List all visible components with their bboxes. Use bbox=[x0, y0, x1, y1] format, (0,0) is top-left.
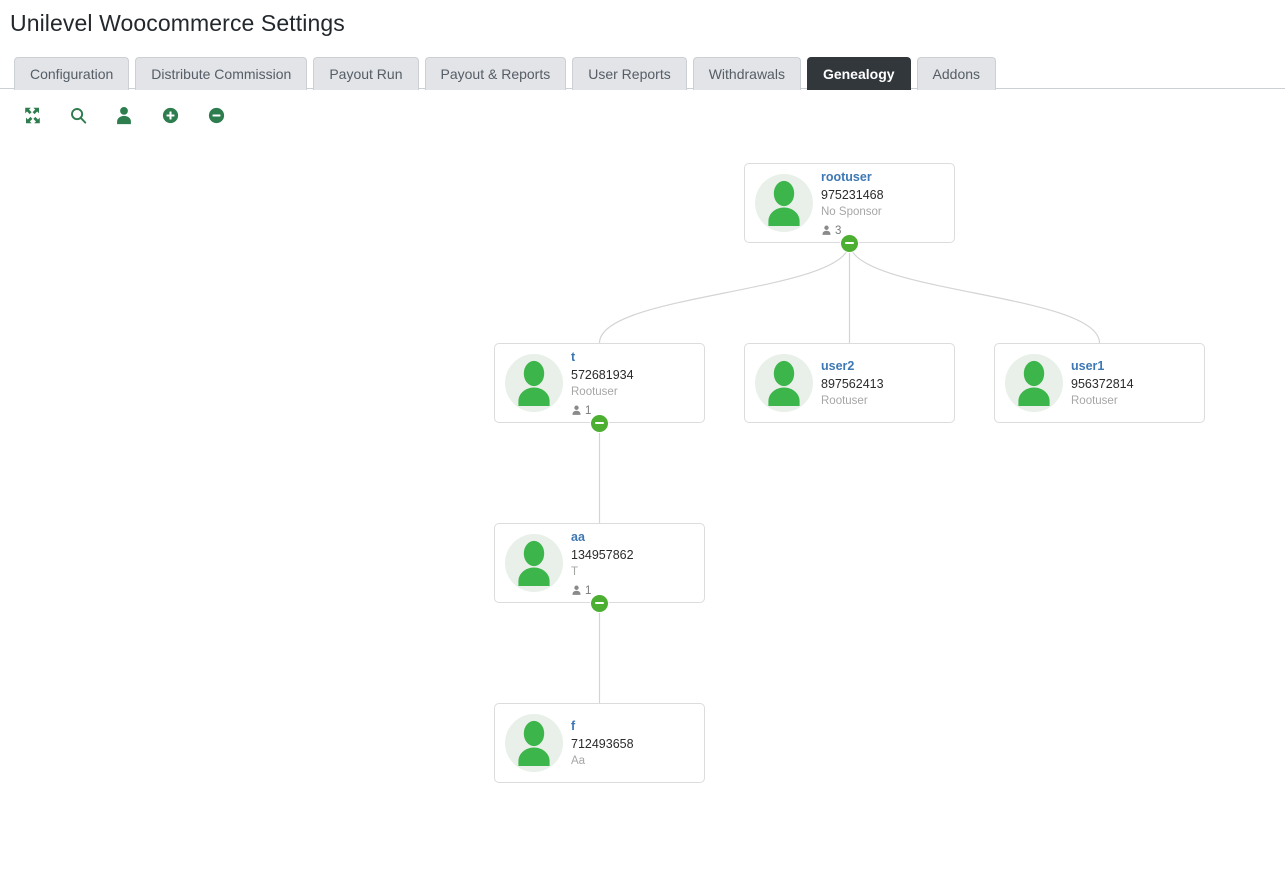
node-info: rootuser 975231468 No Sponsor 3 bbox=[821, 167, 946, 239]
node-user-id: 897562413 bbox=[821, 376, 884, 391]
avatar bbox=[755, 174, 813, 232]
tab-user-reports[interactable]: User Reports bbox=[572, 56, 687, 90]
avatar bbox=[505, 714, 563, 772]
tab-addons[interactable]: Addons bbox=[916, 56, 997, 90]
avatar bbox=[505, 354, 563, 412]
tab-payout-run[interactable]: Payout Run bbox=[313, 56, 419, 90]
node-child-count-value: 1 bbox=[585, 404, 592, 417]
node-user-id: 134957862 bbox=[571, 548, 634, 563]
collapse-toggle-rootuser[interactable] bbox=[841, 234, 858, 252]
user-icon[interactable] bbox=[112, 104, 136, 128]
node-sponsor: Rootuser bbox=[571, 386, 618, 399]
tree-link-rootuser-user1 bbox=[848, 242, 1101, 344]
node-sponsor: Aa bbox=[571, 755, 586, 767]
minus-icon bbox=[595, 601, 604, 605]
avatar bbox=[505, 534, 563, 592]
minus-icon bbox=[595, 421, 604, 425]
node-user-id: 712493658 bbox=[571, 736, 634, 751]
avatar bbox=[755, 354, 813, 412]
collapse-toggle-aa[interactable] bbox=[591, 594, 608, 612]
node-username[interactable]: rootuser bbox=[821, 170, 872, 185]
members-icon bbox=[571, 585, 582, 596]
node-user-id: 572681934 bbox=[571, 368, 634, 383]
node-sponsor: Rootuser bbox=[821, 395, 868, 407]
minus-icon bbox=[845, 241, 854, 245]
node-child-count: 3 bbox=[821, 223, 946, 239]
zoom-out-icon[interactable] bbox=[204, 104, 228, 128]
tree-node-rootuser[interactable]: rootuser 975231468 No Sponsor 3 bbox=[744, 163, 955, 243]
node-username[interactable]: user2 bbox=[821, 358, 855, 373]
page-title: Unilevel Woocommerce Settings bbox=[10, 10, 345, 36]
members-icon bbox=[821, 225, 832, 236]
node-user-id: 975231468 bbox=[821, 188, 884, 203]
node-username[interactable]: aa bbox=[571, 530, 585, 545]
node-child-count-value: 3 bbox=[835, 224, 842, 237]
node-username[interactable]: f bbox=[571, 718, 576, 733]
tab-genealogy[interactable]: Genealogy bbox=[806, 56, 911, 90]
search-icon[interactable] bbox=[66, 104, 90, 128]
tab-payout-reports[interactable]: Payout & Reports bbox=[424, 56, 567, 90]
tree-link-rootuser-t bbox=[598, 242, 851, 344]
node-child-count-value: 1 bbox=[585, 584, 592, 597]
node-sponsor: No Sponsor bbox=[821, 206, 882, 219]
tab-configuration[interactable]: Configuration bbox=[14, 56, 130, 90]
node-user-id: 956372814 bbox=[1071, 376, 1134, 391]
zoom-in-icon[interactable] bbox=[158, 104, 182, 128]
node-sponsor: Rootuser bbox=[1071, 395, 1118, 407]
collapse-toggle-t[interactable] bbox=[591, 414, 608, 432]
expand-all-icon[interactable] bbox=[20, 104, 44, 128]
tab-withdrawals[interactable]: Withdrawals bbox=[692, 56, 801, 90]
genealogy-toolbar bbox=[0, 89, 1285, 129]
node-sponsor: T bbox=[571, 566, 579, 579]
members-icon bbox=[571, 405, 582, 416]
node-child-count: 1 bbox=[571, 583, 696, 599]
node-child-count: 1 bbox=[571, 403, 696, 419]
tab-distribute-commission[interactable]: Distribute Commission bbox=[135, 56, 308, 90]
node-username[interactable]: t bbox=[571, 350, 576, 365]
node-username[interactable]: user1 bbox=[1071, 358, 1105, 373]
avatar bbox=[1005, 354, 1063, 412]
